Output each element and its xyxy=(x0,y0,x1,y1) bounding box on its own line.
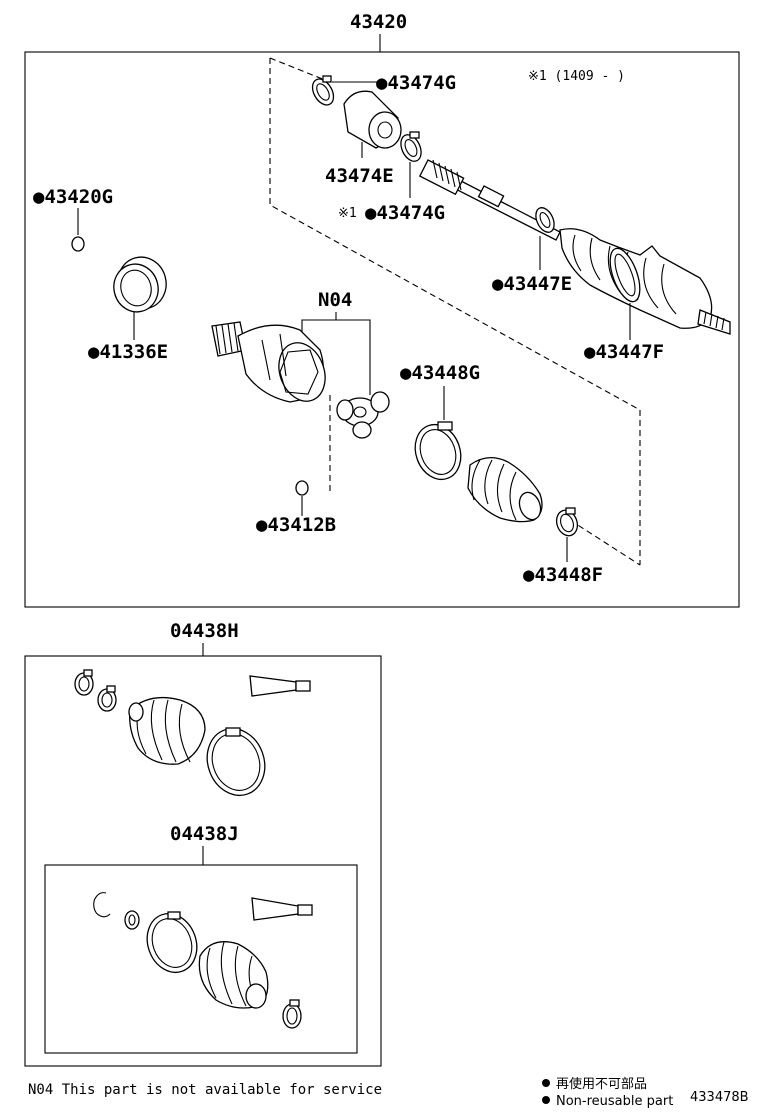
dashed-outline-left xyxy=(269,58,641,565)
outer-boot xyxy=(559,228,731,335)
dashed-outline-bottom xyxy=(569,519,641,566)
kit2-title: 04438J xyxy=(170,823,239,845)
legend-jp: 再使用不可部品 xyxy=(556,1076,647,1092)
label-N04: N04 xyxy=(318,289,352,311)
kit1-boot xyxy=(128,696,206,765)
kit1-clamp-large xyxy=(206,727,266,797)
kit2-grease-tube xyxy=(251,897,313,921)
diagram-id: 433478B xyxy=(690,1090,749,1105)
drive-shaft xyxy=(418,159,561,241)
clamp-band-43448G xyxy=(414,421,462,481)
assembly-title: 43420 xyxy=(350,11,407,33)
legend-en: Non-reusable part xyxy=(556,1094,673,1109)
kit2-boot xyxy=(198,941,269,1009)
kit1-frame xyxy=(24,655,382,1067)
label-43474G-bottom-prefix: ※1 xyxy=(338,206,357,221)
kit1-clamp-small-1 xyxy=(74,669,94,696)
legend-bullet-jp xyxy=(542,1079,550,1087)
kit2-snap-ring-2 xyxy=(124,910,140,930)
tripod-joint xyxy=(336,391,390,439)
label-43447F: ●43447F xyxy=(584,341,664,363)
kit2-frame xyxy=(44,864,358,1054)
kit1-grease-tube xyxy=(249,675,311,697)
kit1-clamp-small-2 xyxy=(97,685,117,712)
label-43412B: ●43412B xyxy=(256,514,336,536)
label-43474G-top: ●43474G xyxy=(376,72,456,94)
label-43474E: 43474E xyxy=(325,165,394,187)
dashed-outline-top xyxy=(269,57,331,83)
damper-43474E xyxy=(343,90,402,149)
legend-bullet-en xyxy=(542,1096,550,1104)
label-41336E: ●41336E xyxy=(88,341,168,363)
seal-41336E xyxy=(113,256,167,313)
kit2-clamp-small xyxy=(282,999,302,1029)
clamp-43474G-bottom xyxy=(400,131,422,162)
kit1-title: 04438H xyxy=(170,620,239,642)
note-top: ※1 (1409 - ) xyxy=(528,69,625,84)
label-43448G: ●43448G xyxy=(400,362,480,384)
snap-ring-43420G xyxy=(71,236,85,252)
label-43420G: ●43420G xyxy=(33,186,113,208)
snap-ring-43412B xyxy=(295,480,309,496)
label-43447E: ●43447E xyxy=(492,273,572,295)
label-43474G-bottom: ●43474G xyxy=(365,202,445,224)
inner-boot xyxy=(467,457,543,523)
kit2-clamp-large xyxy=(146,911,198,974)
label-43448F: ●43448F xyxy=(523,564,603,586)
clamp-43448F xyxy=(555,507,579,537)
kit2-snap-ring-1 xyxy=(93,892,111,918)
clamp-43474G-top xyxy=(311,75,335,106)
footer-note: N04 This part is not available for servi… xyxy=(28,1082,382,1098)
assembly-frame xyxy=(24,51,740,608)
inner-joint-housing xyxy=(211,321,326,403)
